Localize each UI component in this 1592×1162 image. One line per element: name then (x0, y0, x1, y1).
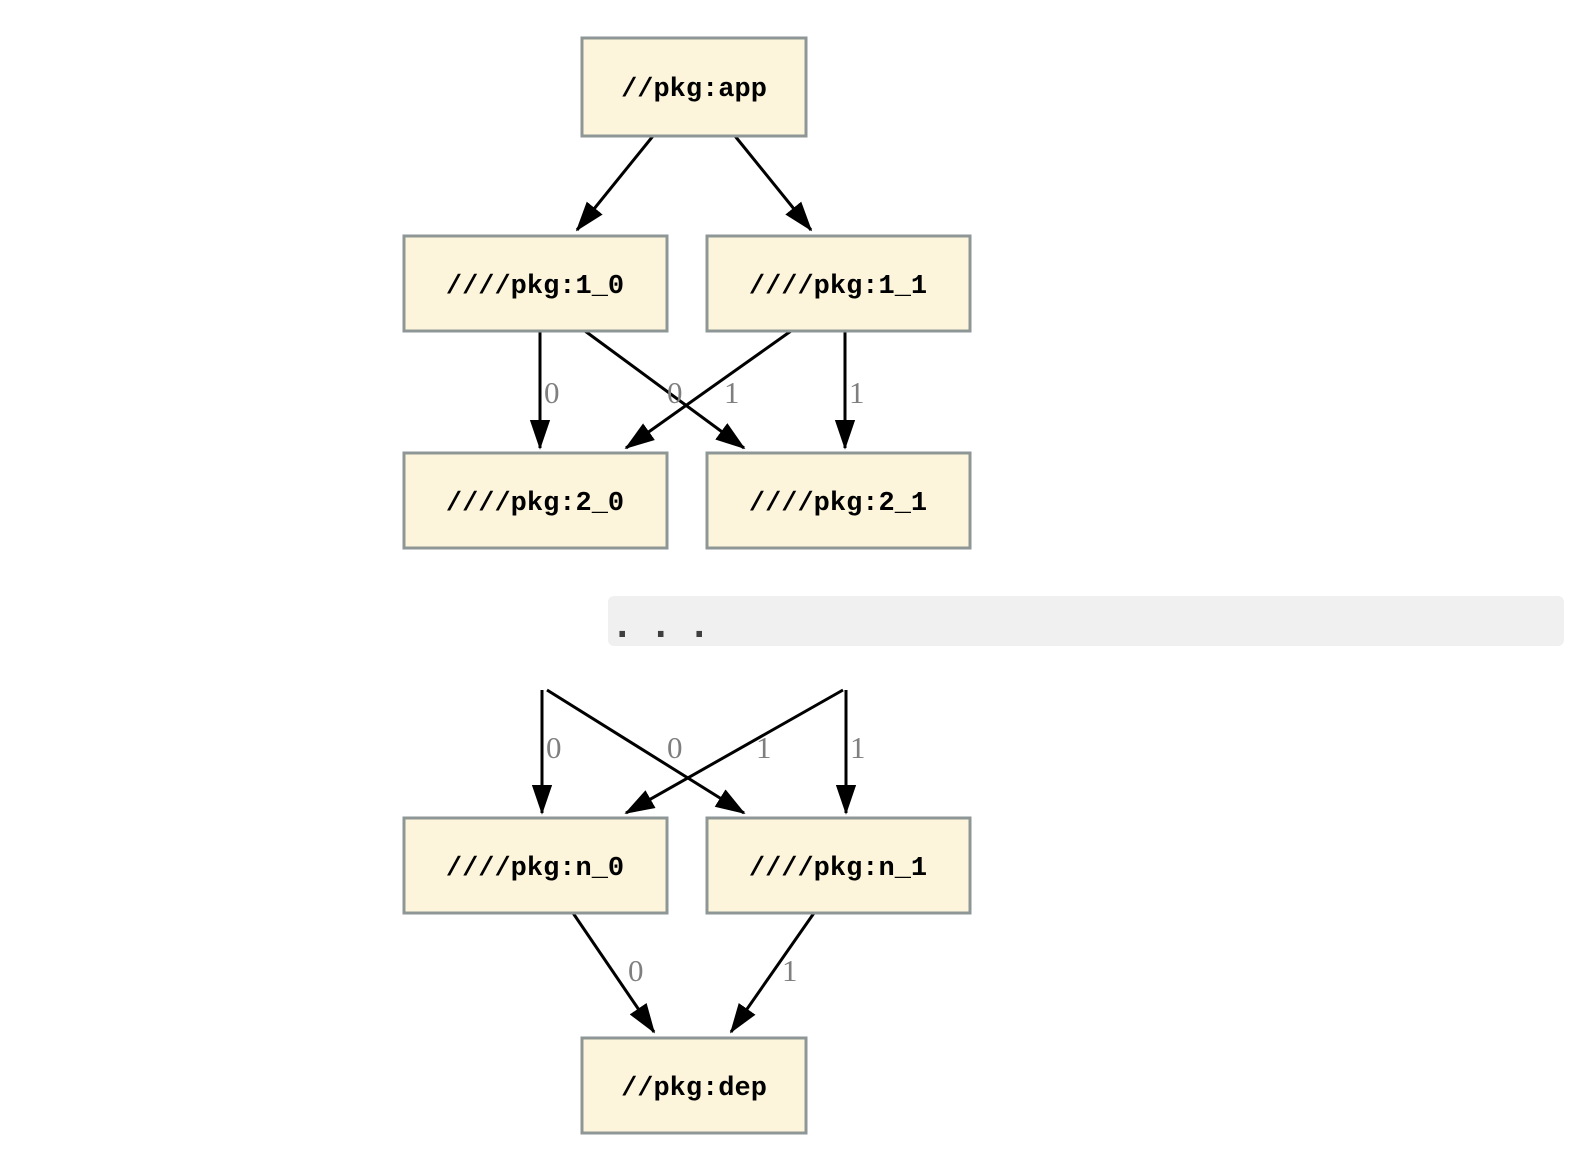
edge-label-1_1-2_1: 1 (849, 375, 865, 410)
continuation-band-box (608, 596, 1564, 646)
node-2_0-box (402, 451, 669, 550)
node-1_1-label: ////pkg:1_1 (749, 272, 927, 302)
node-2_0: ////pkg:2_0 (402, 451, 669, 550)
node-dep-box (580, 1036, 808, 1135)
edge-label-n_0-dep: 0 (628, 953, 644, 988)
edge-label-n_1-dep: 1 (782, 953, 798, 988)
node-dep-label: //pkg:dep (621, 1074, 767, 1104)
node-n_0: ////pkg:n_0 (402, 816, 669, 915)
edge-label-prev1-n_1: 1 (850, 730, 866, 765)
edge-label-prev1-n_0: 1 (756, 730, 772, 765)
node-1_0-label: ////pkg:1_0 (446, 272, 624, 302)
node-n_1-box (705, 816, 972, 915)
node-1_1: ////pkg:1_1 (705, 234, 972, 333)
continuation-band: ... (608, 596, 1564, 646)
node-2_1-label: ////pkg:2_1 (749, 489, 927, 519)
node-2_0-label: ////pkg:2_0 (446, 489, 624, 519)
edge-label-prev0-n_0: 0 (546, 730, 562, 765)
edge-1_1-to-2_0 (624, 329, 792, 450)
edge-label-1_1-2_0: 1 (724, 375, 740, 410)
edge-label-prev0-n_1: 0 (667, 730, 683, 765)
node-app-box (580, 36, 808, 138)
node-n_1: ////pkg:n_1 (705, 816, 972, 915)
node-app: //pkg:app (580, 36, 808, 138)
edge-n_1-to-dep (729, 912, 816, 1034)
node-app-label: //pkg:app (621, 75, 767, 105)
node-n_0-label: ////pkg:n_0 (446, 854, 624, 884)
node-dep: //pkg:dep (580, 1036, 808, 1135)
node-2_1: ////pkg:2_1 (705, 451, 972, 550)
ellipsis-dots: ... (612, 606, 727, 646)
node-n_1-label: ////pkg:n_1 (749, 854, 927, 884)
edge-1_0-to-2_1 (584, 329, 746, 450)
edge-label-1_0-2_1: 0 (667, 375, 683, 410)
edge-n_0-to-dep (571, 912, 656, 1034)
edge-prev0-to-n_1 (546, 688, 746, 815)
node-2_1-box (705, 451, 972, 550)
edge-app-to-1_1 (733, 135, 813, 232)
node-1_1-box (705, 234, 972, 333)
node-n_0-box (402, 816, 669, 915)
node-1_0: ////pkg:1_0 (402, 234, 669, 333)
edge-label-1_0-2_0: 0 (544, 375, 560, 410)
edge-app-to-1_0 (575, 135, 655, 232)
edge-prev1-to-n_0 (624, 688, 844, 815)
node-1_0-box (402, 234, 669, 333)
